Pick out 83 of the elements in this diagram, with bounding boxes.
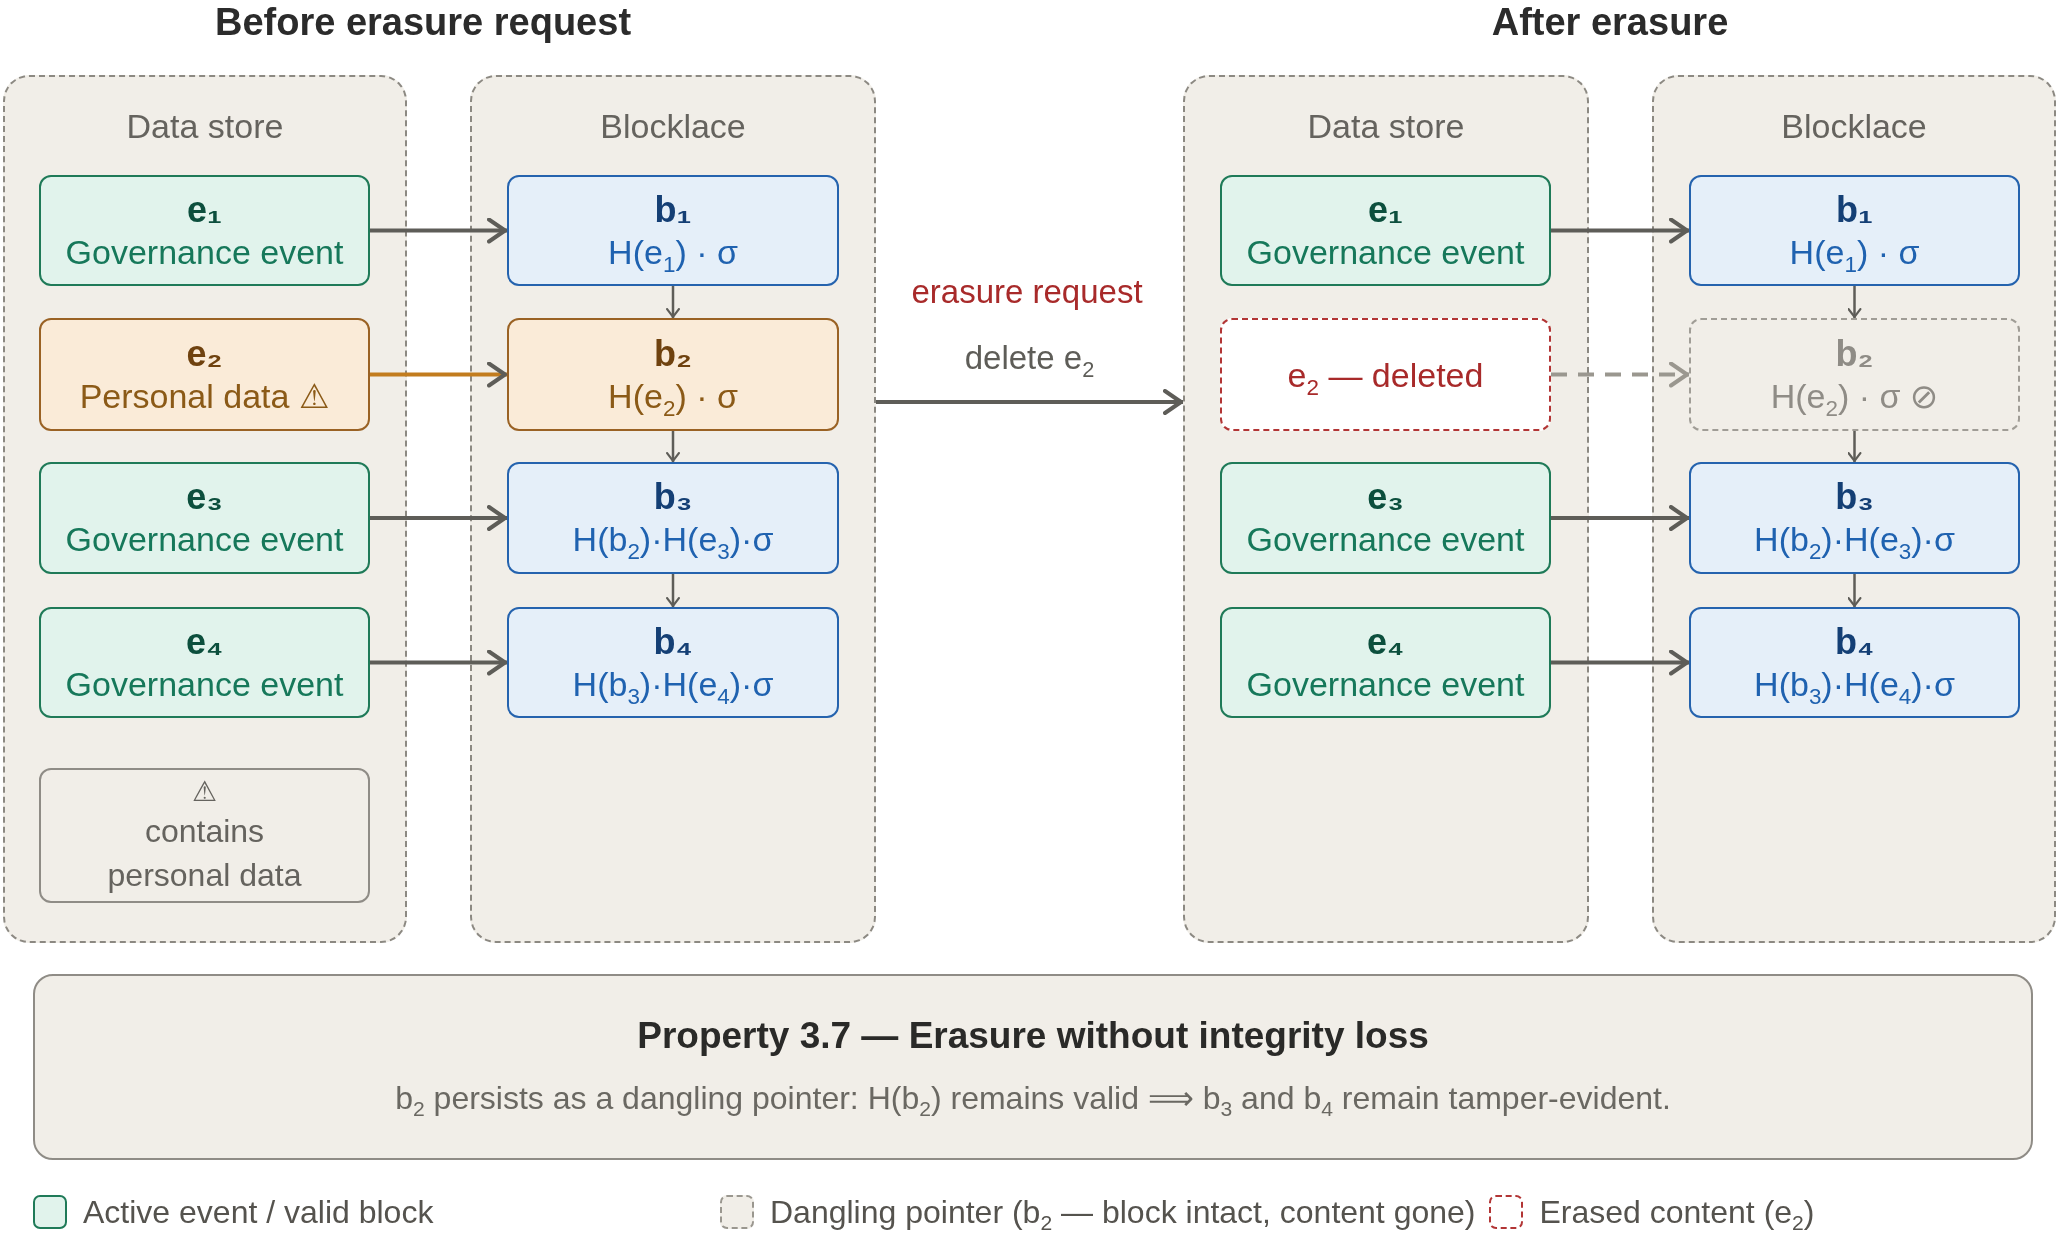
event-box xyxy=(39,462,370,574)
hash-formula: H(b$_{3}$)·H(e$_{4}$)·σ xyxy=(1754,663,1955,705)
dashed-panel xyxy=(1652,75,2056,943)
section-title: Before erasure request xyxy=(214,0,632,44)
block-box xyxy=(1689,175,2020,286)
legend-text: Dangling pointer (b$_{2}$ — block intact, content gone) xyxy=(770,1193,1476,1232)
legend-text: Erased content (e$_{2}$) xyxy=(1539,1193,1815,1232)
event-box xyxy=(1220,462,1551,574)
event-id: e₃ xyxy=(1367,476,1404,518)
block-id: b₂ xyxy=(654,332,692,375)
arrow xyxy=(370,361,507,388)
panel-heading: Blocklace xyxy=(1781,106,1927,147)
block-id: b₂ xyxy=(1835,332,1874,375)
arrow xyxy=(666,286,680,318)
event-id: e₃ xyxy=(186,476,223,518)
arrow xyxy=(1551,649,1689,676)
property-title: Property 3.7 — Erasure without integrity loss xyxy=(637,1015,1429,1057)
hash-formula: H(b$_{2}$)·H(e$_{3}$)·σ xyxy=(1754,519,1955,560)
hash-formula: H(b$_{3}$)·H(e$_{4}$)·σ xyxy=(572,663,774,705)
event-description: Governance event xyxy=(65,519,344,560)
dashed-arrow xyxy=(1551,361,1689,388)
panel-heading: Blocklace xyxy=(600,106,746,147)
section-title: After erasure xyxy=(1491,0,1729,44)
dashed-panel xyxy=(470,75,876,943)
property-box xyxy=(33,974,2033,1160)
block-box xyxy=(1689,607,2020,718)
event-id: e₁ xyxy=(1368,188,1403,231)
event-description: Governance event xyxy=(1246,519,1525,560)
deleted-event-label: e$_{2}$ — deleted xyxy=(1287,354,1484,396)
hash-formula: H(e$_{1}$) · σ xyxy=(608,231,738,273)
event-id: e₁ xyxy=(187,188,222,231)
block-id: b₃ xyxy=(653,476,693,518)
arrow xyxy=(876,389,1183,415)
deleted-event-box xyxy=(1220,318,1551,431)
arrow xyxy=(1847,286,1862,318)
panel-heading: Data store xyxy=(1307,106,1465,147)
dashed-panel xyxy=(3,75,407,943)
arrow xyxy=(370,505,507,531)
arrow xyxy=(1847,574,1862,607)
event-box xyxy=(39,175,370,286)
event-box xyxy=(1220,175,1551,286)
arrow xyxy=(370,217,507,244)
note-text: contains personal data xyxy=(106,811,303,895)
event-id: e₂ xyxy=(186,332,223,375)
property-description: b$_{2}$ persists as a dangling pointer: H(b$_{2}$) remains valid ⟹ b$_{3}$ and b$_{4}$ remain tamper-evident. xyxy=(395,1079,1671,1119)
block-id: b₄ xyxy=(1834,620,1875,663)
personal-data-block-box xyxy=(507,318,839,431)
event-description: Personal data ⚠ xyxy=(79,375,330,417)
warning-icon: ⚠ xyxy=(191,774,218,809)
arrow xyxy=(1551,217,1689,244)
edge-label: delete e$_{2}$ xyxy=(964,338,1095,378)
arrow xyxy=(1551,505,1689,531)
event-description: Governance event xyxy=(65,231,344,273)
event-id: e₄ xyxy=(1366,620,1405,663)
event-description: Governance event xyxy=(1246,231,1525,273)
arrow xyxy=(370,649,507,676)
hash-formula: H(e$_{2}$) · σ xyxy=(608,375,738,417)
block-id: b₄ xyxy=(653,620,693,663)
event-description: Governance event xyxy=(65,663,344,705)
block-id: b₁ xyxy=(1836,188,1873,231)
panel-heading: Data store xyxy=(126,106,284,147)
event-box xyxy=(39,607,370,718)
annotation-text: erasure request xyxy=(911,273,1143,311)
event-description: Governance event xyxy=(1246,663,1525,705)
note-box xyxy=(39,768,370,903)
block-box xyxy=(1689,462,2020,574)
arrow xyxy=(666,431,680,462)
event-box xyxy=(1220,607,1551,718)
block-id: b₁ xyxy=(654,188,692,231)
dangling-block-box xyxy=(1689,318,2020,431)
block-box xyxy=(507,607,839,718)
block-id: b₃ xyxy=(1835,476,1874,518)
arrow xyxy=(1847,431,1862,462)
block-box xyxy=(507,462,839,574)
event-id: e₄ xyxy=(185,620,224,663)
legend-text: Active event / valid block xyxy=(83,1193,434,1232)
hash-formula: H(e$_{2}$) · σ ⊘ xyxy=(1770,375,1939,417)
arrow xyxy=(666,574,680,607)
hash-formula: H(b$_{2}$)·H(e$_{3}$)·σ xyxy=(572,519,774,560)
personal-data-event-box xyxy=(39,318,370,431)
hash-formula: H(e$_{1}$) · σ xyxy=(1789,231,1920,273)
block-box xyxy=(507,175,839,286)
dashed-panel xyxy=(1183,75,1589,943)
